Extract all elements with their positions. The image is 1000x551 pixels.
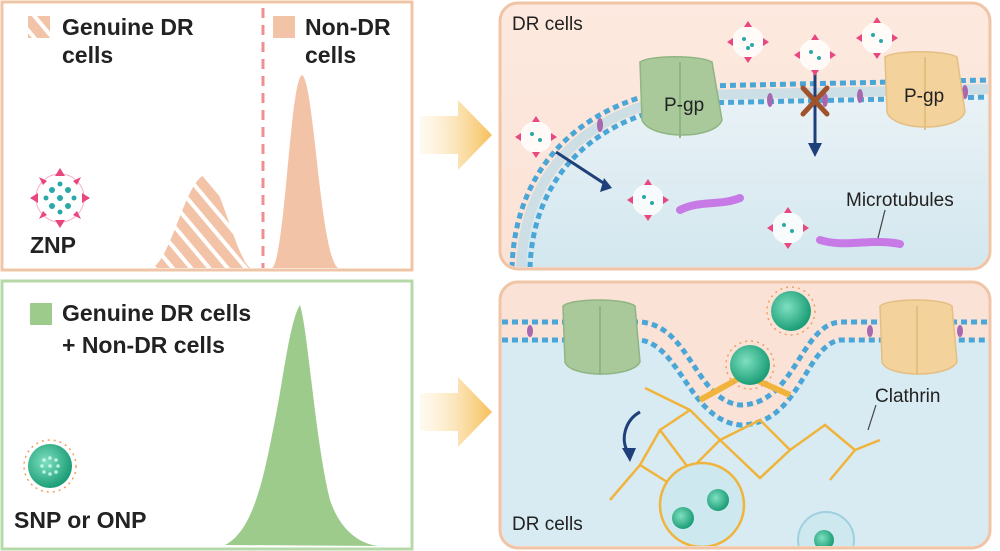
genuine-dr-peak (150, 175, 250, 268)
transition-arrow-top (420, 100, 492, 170)
legend-label-genuine-dr-line2: cells (62, 42, 114, 68)
legend-label-combined-line1: Genuine DR cells (62, 300, 252, 326)
cell-panel-znp-uptake (498, 1, 992, 271)
clathrin-coated-vesicle (658, 461, 746, 546)
combined-peak (225, 305, 380, 546)
blocked-x-icon (800, 85, 830, 117)
histogram-panel-snp-onp (0, 279, 414, 551)
snp-particles (725, 286, 816, 390)
snp-particle-icon (23, 439, 77, 493)
histogram-panel-znp (0, 0, 414, 272)
endosome (797, 511, 855, 546)
panel-title-dr-cells-top: DR cells (512, 14, 583, 35)
znp-particles (515, 17, 898, 249)
pgp-label-left: P-gp (664, 95, 705, 116)
clathrin-label: Clathrin (875, 386, 941, 407)
pgp-transporter-right-bottom (879, 299, 958, 375)
transition-arrow-bottom (420, 377, 492, 447)
microtubule-1 (676, 194, 744, 214)
pgp-label-right: P-gp (904, 86, 945, 107)
cell-panel-endocytosis (498, 280, 992, 550)
non-dr-peak (272, 75, 338, 268)
legend-swatch-non-dr (273, 16, 295, 38)
legend-label-combined-line2: + Non-DR cells (62, 332, 225, 358)
znp-label: ZNP (30, 232, 76, 258)
microtubule-2 (816, 236, 904, 248)
cytoplasm-top (525, 95, 988, 267)
pgp-transporter-right (884, 51, 966, 130)
cytoplasm-bottom (502, 340, 988, 546)
legend-label-genuine-dr: Genuine DR (62, 14, 194, 40)
legend-swatch-genuine-hatched (28, 16, 50, 38)
pgp-transporter-left (639, 56, 723, 138)
membrane-bottom-outer (502, 319, 988, 408)
panel-title-dr-cells-bottom: DR cells (512, 514, 583, 535)
legend-label-non-dr-line2: cells (305, 42, 357, 68)
snp-onp-label: SNP or ONP (14, 507, 147, 533)
legend-swatch-combined (30, 303, 52, 325)
entry-arrow (555, 150, 606, 186)
microtubules-label: Microtubules (846, 190, 954, 211)
legend-label-non-dr: Non-DR (305, 14, 391, 40)
znp-particle-icon (30, 168, 90, 228)
pgp-transporter-left-bottom (562, 299, 641, 375)
